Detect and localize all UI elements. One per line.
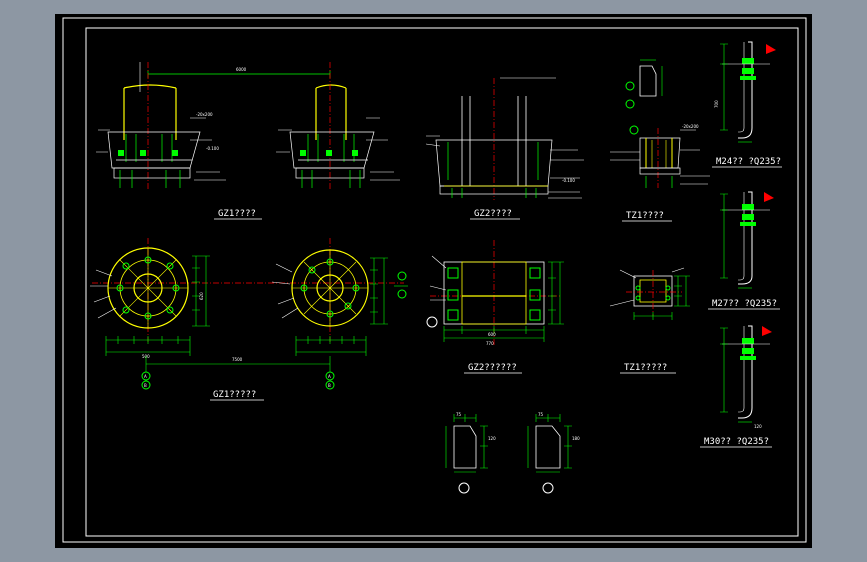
gz2-elevation-title: GZ2???? [474, 209, 512, 219]
gz1-elevation-title: GZ1???? [218, 209, 256, 219]
gz2-plan-title: GZ2?????? [468, 363, 517, 373]
gz2-plan: 600 770 GZ2?????? [426, 240, 564, 374]
anchor-bolt-m30: 120 M30?? ?Q235? [700, 325, 772, 448]
gz1-note-level: -0.100 [206, 146, 219, 151]
tz1-elevation-title: TZ1???? [626, 211, 664, 221]
rib-plate-left: 75 120 [445, 412, 496, 494]
tz1-note-plate: -20x200 [682, 124, 699, 129]
gz1-plan-title: GZ1????? [213, 390, 256, 400]
gz1-column-right [276, 62, 400, 190]
bolt-m24-length: 700 [714, 100, 719, 108]
gz1-plan: 500 620 A B [90, 238, 408, 401]
bolt-m30-hook: 120 [754, 424, 762, 429]
bolt-m30-title: M30?? ?Q235? [704, 437, 769, 447]
gz1-plan-height-left: 620 [199, 292, 204, 300]
outer-frame [62, 17, 807, 543]
gz1-span-bottom: 7500 [232, 357, 243, 362]
gz2-elevation: -0.100 GZ2???? [425, 77, 584, 220]
gz1-grid-b-left: B [144, 383, 147, 388]
gz1-note-a: -20x200 [196, 112, 213, 117]
gz2-note-level: -0.100 [562, 178, 575, 183]
rib-right-top: 75 [538, 412, 544, 417]
rib-left-h1: 120 [488, 436, 496, 441]
rib-right-h2: 180 [572, 436, 580, 441]
anchor-bolt-m24: 700 M24?? ?Q235? [712, 41, 782, 168]
anchor-bolt-m27: M27?? ?Q235? [708, 191, 780, 310]
gz1-column-left: -20x200 -0.100 [96, 62, 226, 190]
bolt-m27-title: M27?? ?Q235? [712, 299, 777, 309]
gz1-grid-a-left: A [144, 374, 147, 379]
gz1-plan-right: A B [271, 238, 408, 390]
rib-plate-right: 75 180 [527, 412, 580, 494]
drawing-sheet [55, 14, 812, 548]
inner-frame [85, 27, 799, 537]
gz1-plan-left: 500 620 A B [90, 238, 210, 390]
tz1-plan: TZ1????? [609, 267, 690, 374]
gz1-span-top: 6000 [236, 67, 247, 72]
gz1-grid-a-right: A [328, 374, 331, 379]
gz1-grid-b-right: B [328, 383, 331, 388]
bolt-m24-title: M24?? ?Q235? [716, 157, 781, 167]
gz1-elevation: 6000 -20x200 -0.100 [96, 62, 400, 220]
rib-left-top: 75 [456, 412, 462, 417]
tz1-elevation: -20x200 TZ1???? [610, 59, 710, 222]
gz2-plan-total: 770 [486, 341, 494, 346]
gz2-plan-width: 600 [488, 332, 496, 337]
tz1-plan-title: TZ1????? [624, 363, 667, 373]
